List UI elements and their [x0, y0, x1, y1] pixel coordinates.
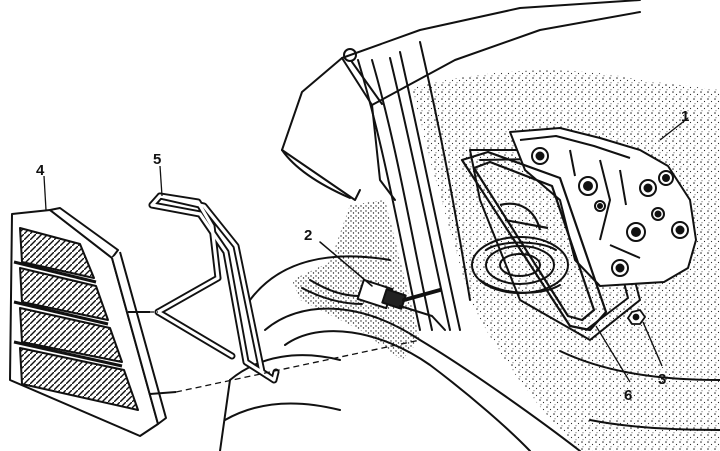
callout-labels: 1 2 3 4 5 6 [36, 108, 689, 404]
fixing-nut [626, 308, 663, 367]
callout-1: 1 [681, 108, 689, 125]
callout-6: 6 [624, 387, 632, 404]
wiring-connector [301, 241, 446, 331]
callout-3: 3 [658, 371, 666, 388]
callout-4: 4 [36, 162, 45, 179]
lamp-holder-board [509, 127, 697, 287]
callout-2: 2 [304, 227, 312, 244]
leader-lines [43, 117, 689, 393]
tail-lamp-lens [9, 207, 177, 437]
lamp-gasket [460, 150, 608, 332]
callout-5: 5 [153, 151, 161, 168]
